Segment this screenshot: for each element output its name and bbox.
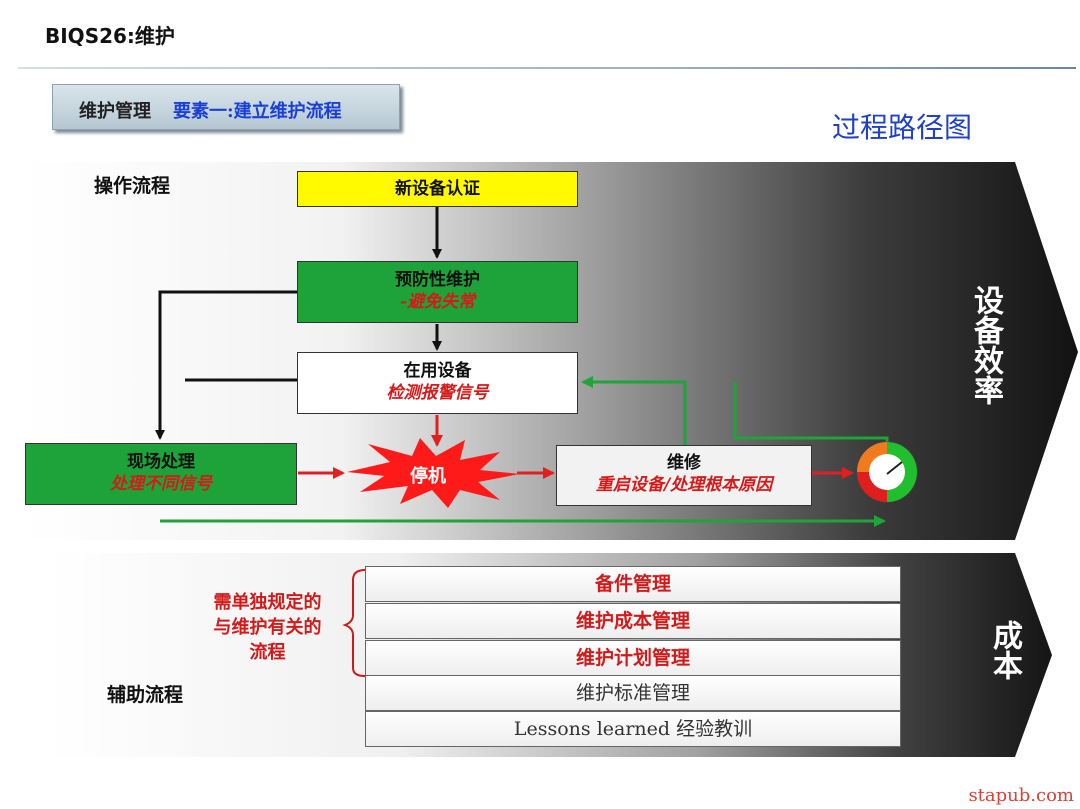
onsite-label: 现场处理 <box>127 452 195 472</box>
in-use-label: 在用设备 <box>403 361 472 381</box>
gauge-icon <box>856 441 918 503</box>
process-row-maintenance-standard: 维护标准管理 <box>365 675 901 711</box>
shutdown-starburst <box>347 438 520 508</box>
process-row-maintenance-cost: 维护成本管理 <box>365 603 901 639</box>
bracket-note-line1: 需单独规定的 <box>213 592 322 613</box>
cost-label: 成本 <box>987 620 1022 680</box>
equipment-efficiency-label: 设备效率 <box>968 285 1003 405</box>
repair-label: 维修 <box>667 453 701 473</box>
process-row-spare-parts: 备件管理 <box>365 566 901 602</box>
preventive-sublabel: -避免失常 <box>399 292 476 312</box>
red-bracket <box>342 569 366 677</box>
process-row-lessons-learned: Lessons learned 经验教训 <box>365 711 901 747</box>
in-use-sublabel: 检测报警信号 <box>386 383 489 403</box>
new-equipment-box: 新设备认证 <box>297 171 578 207</box>
preventive-maintenance-box: 预防性维护 -避免失常 <box>297 261 578 323</box>
bracket-note-line2: 与维护有关的 <box>213 617 322 638</box>
new-equipment-label: 新设备认证 <box>395 179 480 199</box>
onsite-sublabel: 处理不同信号 <box>110 474 212 494</box>
shutdown-label: 停机 <box>410 466 446 487</box>
arrow-preventive-to-onsite <box>155 290 297 440</box>
subtitle-part1: 维护管理 <box>79 101 151 122</box>
operation-process-label: 操作流程 <box>94 175 171 197</box>
bracket-note: 需单独规定的 与维护有关的 流程 <box>200 590 335 665</box>
slide-title: BIQS26:维护 <box>45 24 175 48</box>
bracket-note-line3: 流程 <box>249 642 286 663</box>
subtitle-box: 维护管理 要素一:建立维护流程 <box>52 84 400 130</box>
title-divider <box>18 67 1076 69</box>
diagram-title: 过程路径图 <box>832 111 973 144</box>
repair-box: 维修 重启设备/处理根本原因 <box>556 445 812 506</box>
arrow-repair-to-inuse <box>581 376 687 445</box>
support-process-label: 辅助流程 <box>107 684 184 706</box>
onsite-handling-box: 现场处理 处理不同信号 <box>25 443 297 505</box>
repair-sublabel: 重启设备/处理根本原因 <box>595 475 773 495</box>
preventive-label: 预防性维护 <box>395 270 480 290</box>
subtitle-part2: 要素一:建立维护流程 <box>173 101 342 122</box>
watermark: stapub.com <box>968 785 1074 806</box>
in-use-equipment-box: 在用设备 检测报警信号 <box>297 352 578 414</box>
process-row-maintenance-plan: 维护计划管理 <box>365 640 901 676</box>
